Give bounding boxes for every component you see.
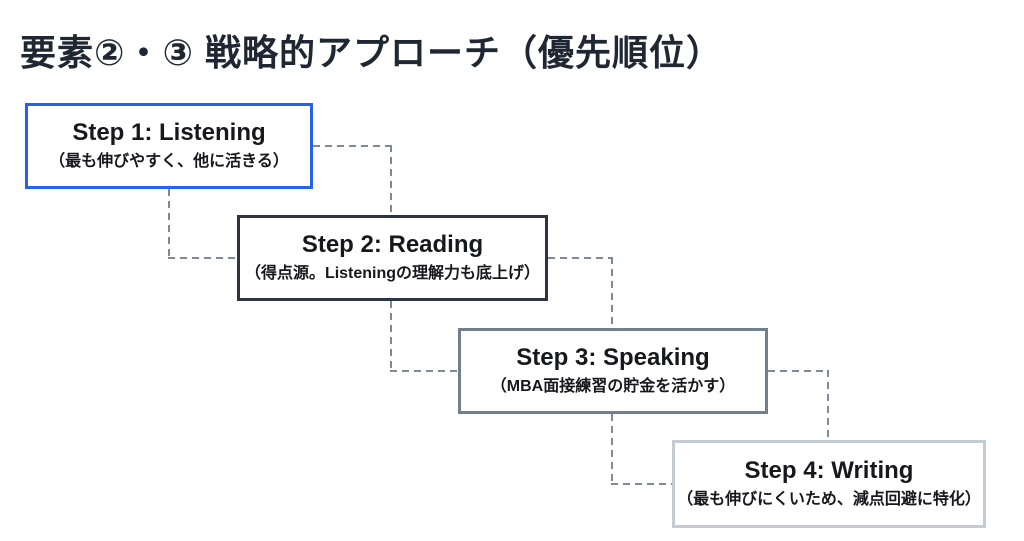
connector-2-3-bottom-segment [390,301,392,371]
connector-3-4-down-segment [827,370,829,440]
step-label: Step 1: Listening [72,119,266,147]
step-note: （得点源。Listeningの理解力も底上げ） [244,265,541,283]
step-box-listening: Step 1: Listening （最も伸びやすく、他に活きる） [25,103,313,189]
connector-1-2-left-segment [168,257,237,259]
step-box-reading: Step 2: Reading （得点源。Listeningの理解力も底上げ） [237,215,548,301]
connector-2-3-left-segment [390,370,458,372]
connector-3-4-left-segment [611,483,672,485]
step-note: （最も伸びにくいため、減点回避に特化） [677,491,981,509]
step-label: Step 4: Writing [744,457,914,485]
step-box-speaking: Step 3: Speaking （MBA面接練習の貯金を活かす） [458,328,768,414]
connector-3-4-right-segment [768,370,829,372]
step-label: Step 3: Speaking [516,344,710,372]
connector-1-2-right-segment [313,145,392,147]
step-label: Step 2: Reading [301,231,484,259]
connector-1-2-bottom-segment [168,189,170,258]
page-title: 要素②・③ 戦略的アプローチ（優先順位） [20,32,723,73]
connector-2-3-right-segment [548,257,613,259]
step-note: （最も伸びやすく、他に活きる） [49,153,289,171]
step-note: （MBA面接練習の貯金を活かす） [490,378,736,396]
step-box-writing: Step 4: Writing （最も伸びにくいため、減点回避に特化） [672,440,986,528]
connector-3-4-bottom-segment [611,414,613,484]
connector-1-2-down-segment [390,145,392,215]
connector-2-3-down-segment [611,257,613,328]
